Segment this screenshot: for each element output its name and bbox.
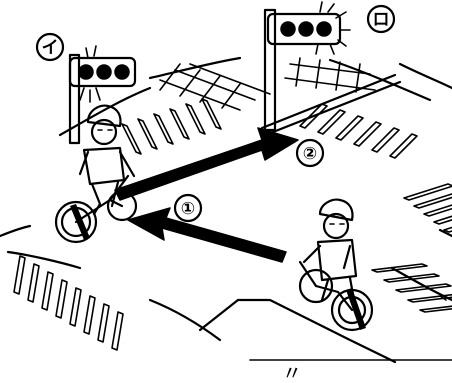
crosswalk-stripe — [56, 280, 67, 318]
signal-right-lamp-3 — [317, 22, 331, 36]
crosswalk-lower-left — [14, 256, 123, 350]
crosswalk-stripe — [154, 114, 173, 144]
crosswalk-stripe — [138, 119, 157, 149]
crosswalk-stripe — [408, 294, 452, 302]
crosswalk-upper-left — [122, 99, 221, 154]
crosswalk-stripe — [336, 116, 363, 140]
crosswalk-stripe — [186, 104, 205, 134]
bottom-mark: 〃 — [282, 361, 302, 383]
crosswalk-upper-right — [300, 104, 417, 158]
route-2-arrow — [115, 128, 298, 200]
signal-left-lamp-2 — [97, 65, 111, 79]
cyclist-right — [300, 200, 372, 330]
crosswalk-stripe — [122, 124, 141, 154]
signal-left-lamp-3 — [115, 65, 129, 79]
signal-right-lamp-1 — [281, 22, 295, 36]
crosswalk-stripe — [112, 312, 123, 350]
route-2-label: ② — [297, 140, 323, 166]
crosswalk-stripe — [404, 184, 452, 200]
route-1-label-text: ① — [181, 199, 195, 219]
signal-left-label: イ — [37, 34, 63, 60]
crosswalk-stripe — [70, 288, 81, 326]
signal-right-label-text: ロ — [373, 10, 390, 30]
crosswalk-stripe — [170, 109, 189, 139]
crosswalk-stripe — [372, 128, 399, 152]
crosswalk-lower-right — [372, 264, 452, 312]
signal-left-lamp-1 — [79, 65, 93, 79]
crosswalk-stripe — [42, 272, 53, 310]
crosswalk-stripe — [420, 304, 452, 312]
crosswalk-stripe — [98, 304, 109, 342]
crosswalk-stripe — [84, 296, 95, 334]
route-1-label: ① — [175, 195, 201, 221]
crosswalk-stripe — [14, 256, 25, 294]
crosswalk-stripe — [390, 134, 417, 158]
crosswalk-right — [404, 184, 452, 232]
far-lane-grid — [160, 58, 375, 110]
crosswalk-stripe — [372, 264, 427, 272]
crosswalk-stripe — [28, 264, 39, 302]
cyclist-left — [56, 106, 136, 242]
signal-right-label: ロ — [368, 6, 394, 32]
crosswalk-stripe — [414, 192, 452, 208]
crosswalk-stripe — [354, 122, 381, 146]
signal-right-lamp-2 — [299, 22, 313, 36]
signal-left-label-text: イ — [42, 38, 59, 58]
route-2-label-text: ② — [303, 144, 317, 164]
route-1-arrow — [128, 208, 286, 262]
crosswalk-stripe — [202, 99, 221, 129]
